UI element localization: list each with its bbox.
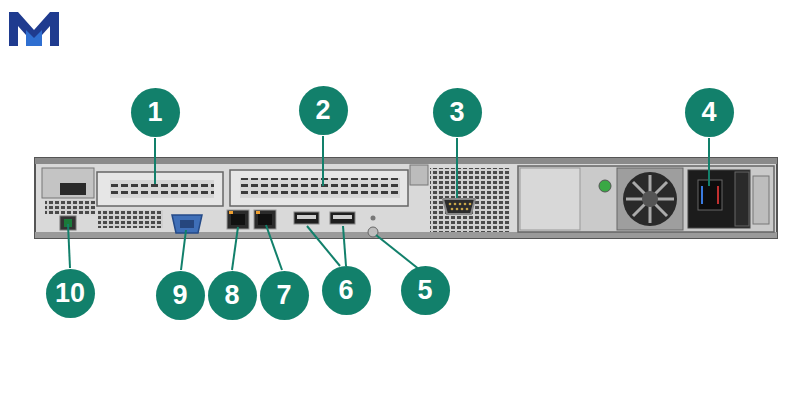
callout-number: 7: [276, 282, 291, 309]
callout-number: 9: [172, 282, 187, 309]
callout-circle: 6: [322, 266, 371, 315]
callout-circle: 8: [208, 271, 257, 320]
callout-circle: 9: [156, 271, 205, 320]
callout-circle: 3: [433, 88, 482, 137]
callout-number: 3: [449, 99, 464, 126]
server-chassis: [35, 158, 777, 238]
callout-circle: 2: [299, 86, 348, 135]
callout-circle: 1: [131, 88, 180, 137]
callout-number: 2: [315, 97, 330, 124]
callout-circle: 4: [685, 88, 734, 137]
callout-number: 4: [701, 99, 716, 126]
callout-number: 10: [55, 280, 85, 307]
callout-number: 1: [147, 99, 162, 126]
callout-number: 5: [417, 277, 432, 304]
callout-number: 6: [338, 277, 353, 304]
callout-circle: 7: [260, 271, 309, 320]
leader-lines: [68, 136, 709, 270]
callout-circle: 5: [401, 266, 450, 315]
callout-number: 8: [224, 282, 239, 309]
brand-logo: [9, 12, 59, 46]
callout-circle: 10: [46, 269, 95, 318]
